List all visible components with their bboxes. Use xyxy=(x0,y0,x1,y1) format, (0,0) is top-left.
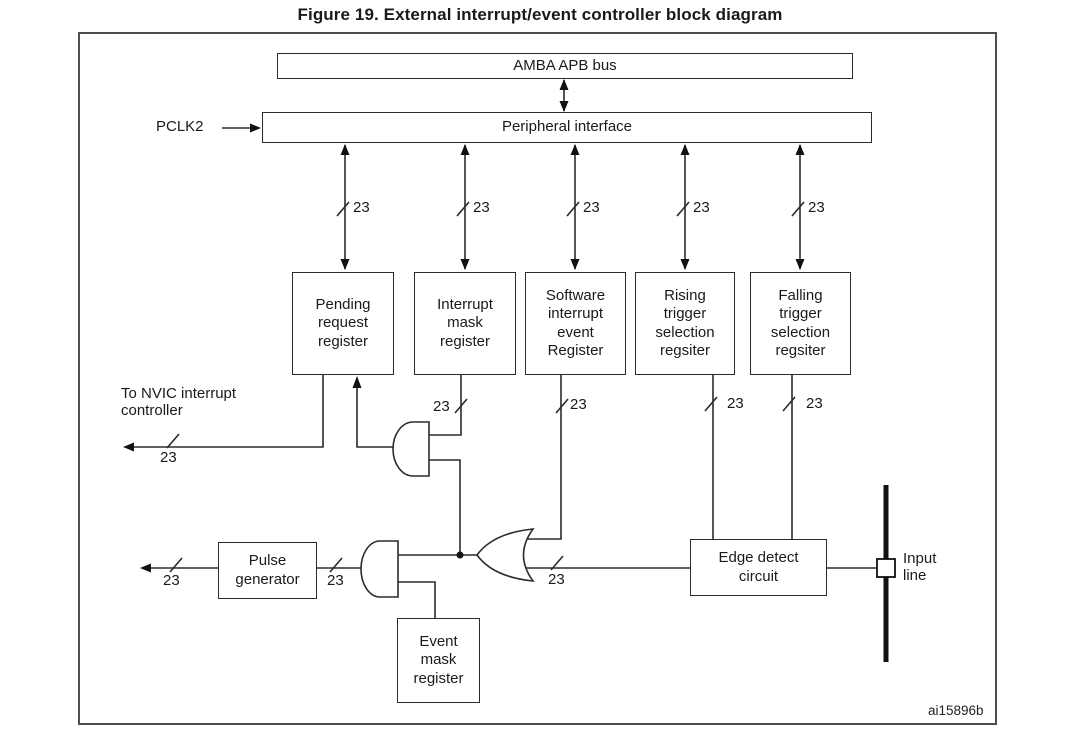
arrowhead-up-icon xyxy=(352,376,362,388)
arrowhead-right-icon xyxy=(250,123,261,133)
block-interrupt-mask-register: Interrupt mask register xyxy=(414,272,516,375)
block-label: Event mask register xyxy=(413,632,464,687)
block-label: Rising trigger selection regsiter xyxy=(655,286,715,360)
bus-width-label: 23 xyxy=(693,199,710,216)
block-label: Peripheral interface xyxy=(501,118,633,136)
block-software-interrupt-event-register: Software interrupt event Register xyxy=(525,272,626,375)
bus-width-label: 23 xyxy=(160,449,177,466)
block-label: Pulse generator xyxy=(235,552,300,588)
arrowhead-left-icon xyxy=(140,563,151,573)
bus-width-label: 23 xyxy=(583,199,600,216)
bus-width-label: 23 xyxy=(433,398,450,415)
block-label: Pending request register xyxy=(315,295,371,350)
wire-imr-to-and1 xyxy=(429,375,462,436)
bus-width-label: 23 xyxy=(808,199,825,216)
nvic-label: To NVIC interrupt controller xyxy=(121,385,237,419)
bus-width-label: 23 xyxy=(327,572,344,589)
block-label: Interrupt mask register xyxy=(437,295,493,350)
block-label: AMBA APB bus xyxy=(513,56,617,74)
junction-dot xyxy=(456,551,464,559)
register-bus-arrowheads xyxy=(340,144,805,270)
block-label: Edge detect circuit xyxy=(718,549,799,585)
arrowhead-up-icon xyxy=(559,79,569,90)
block-label: Falling trigger selection regsiter xyxy=(770,286,831,360)
or-gate-icon xyxy=(476,528,535,582)
bus-width-label: 23 xyxy=(806,395,823,412)
bus-width-label: 23 xyxy=(353,199,370,216)
block-peripheral-interface: Peripheral interface xyxy=(262,112,872,143)
input-line-label: Input line xyxy=(903,550,937,584)
bus-width-label: 23 xyxy=(570,396,587,413)
diagram-frame xyxy=(78,32,997,725)
block-pulse-generator: Pulse generator xyxy=(218,542,317,599)
bus-width-slashes xyxy=(166,201,805,573)
bus-width-label: 23 xyxy=(163,572,180,589)
figure-id-label: ai15896b xyxy=(928,703,984,718)
block-pending-request-register: Pending request register xyxy=(292,272,394,375)
arrowhead-left-icon xyxy=(123,442,134,452)
wire-emr-to-and2 xyxy=(398,581,436,618)
pclk2-label: PCLK2 xyxy=(156,118,204,135)
wire-and1-lower-input xyxy=(429,459,461,555)
input-pad-icon xyxy=(876,558,896,578)
arrowhead-down-icon xyxy=(559,101,569,112)
block-rising-trigger-selection-register: Rising trigger selection regsiter xyxy=(635,272,735,375)
wire-swier-to-or xyxy=(528,375,562,540)
block-label: Software interrupt event Register xyxy=(545,286,606,360)
wire-to-nvic xyxy=(134,375,324,448)
and-gate-icon xyxy=(392,421,430,477)
wire-and1-output xyxy=(356,387,395,448)
figure-title: Figure 19. External interrupt/event cont… xyxy=(297,5,783,24)
bus-width-label: 23 xyxy=(727,395,744,412)
register-bus-wires xyxy=(344,145,801,269)
block-falling-trigger-selection-register: Falling trigger selection regsiter xyxy=(750,272,851,375)
bus-width-label: 23 xyxy=(548,571,565,588)
block-event-mask-register: Event mask register xyxy=(397,618,480,703)
block-amba-apb-bus: AMBA APB bus xyxy=(277,53,853,79)
block-edge-detect-circuit: Edge detect circuit xyxy=(690,539,827,596)
and-gate-icon xyxy=(360,540,399,598)
bus-width-label: 23 xyxy=(473,199,490,216)
